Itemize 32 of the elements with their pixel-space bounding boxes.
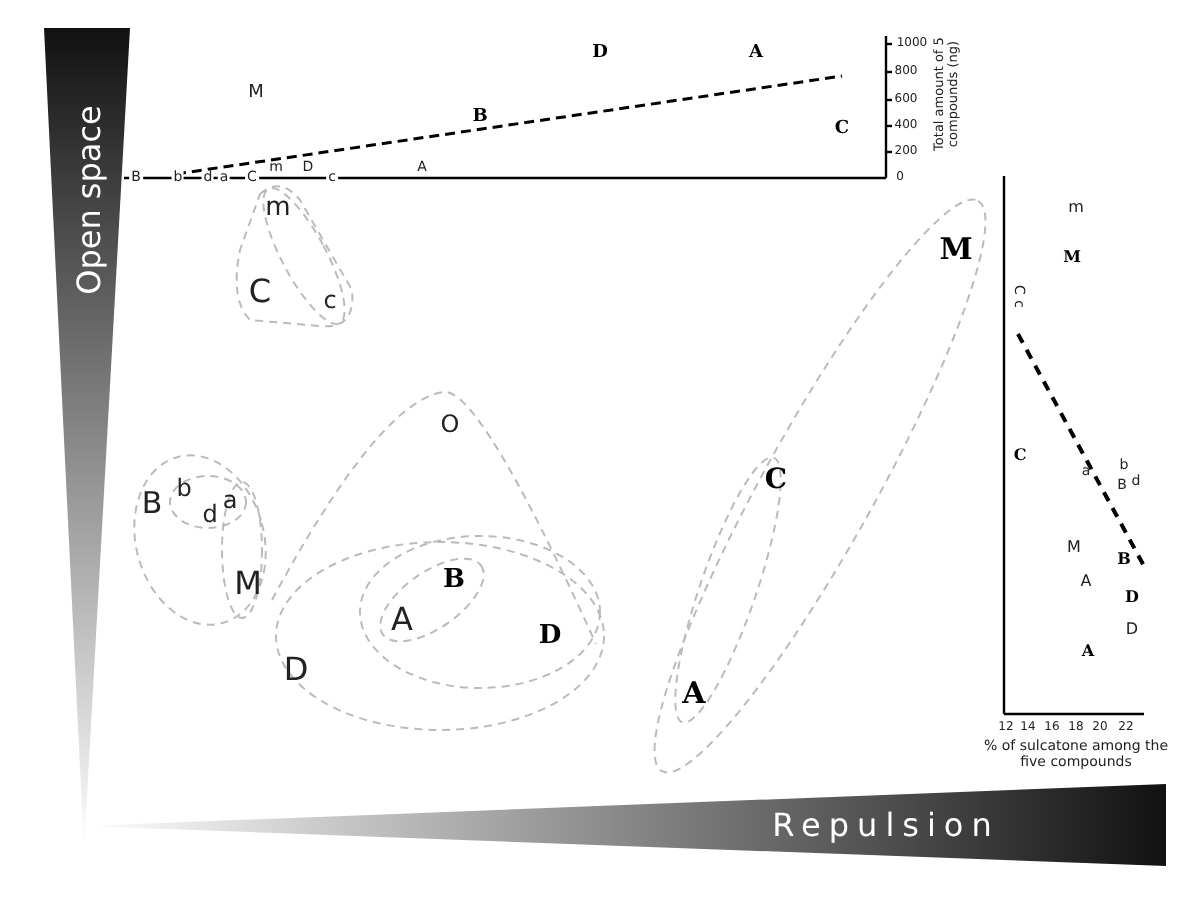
point-label: d — [202, 502, 218, 526]
point-label: B — [472, 109, 488, 127]
point-label: C — [1013, 446, 1027, 462]
point-label: M — [234, 568, 262, 600]
point-label: m — [1068, 200, 1084, 216]
point-label: O — [440, 412, 460, 436]
point-label: D — [283, 654, 309, 686]
point-label: C — [834, 121, 850, 139]
point-label: D — [1125, 622, 1139, 638]
point-label: D — [1125, 588, 1139, 604]
point-label: M — [939, 235, 973, 265]
point-label: A — [749, 45, 763, 63]
point-label: A — [682, 679, 706, 709]
point-label: A — [1080, 574, 1092, 590]
point-label: B — [443, 567, 465, 593]
point-label: B — [141, 489, 163, 519]
point-label: C — [764, 466, 788, 494]
point-label: A — [391, 604, 413, 636]
point-label: m — [265, 195, 291, 221]
point-label: D — [592, 45, 608, 63]
axis-label: Repulsion — [772, 810, 1000, 842]
point-label: M — [1063, 248, 1081, 264]
point-label: A — [1081, 642, 1095, 658]
point-label: b — [176, 476, 192, 500]
axis-label: Open space — [74, 105, 106, 295]
point-label: a — [222, 488, 238, 512]
point-label: C — [248, 276, 272, 308]
point-label: M — [248, 85, 264, 103]
point-label: c — [323, 288, 337, 312]
point-label: M — [1067, 540, 1081, 556]
point-label: D — [538, 623, 562, 649]
point-label: B — [1117, 550, 1131, 566]
